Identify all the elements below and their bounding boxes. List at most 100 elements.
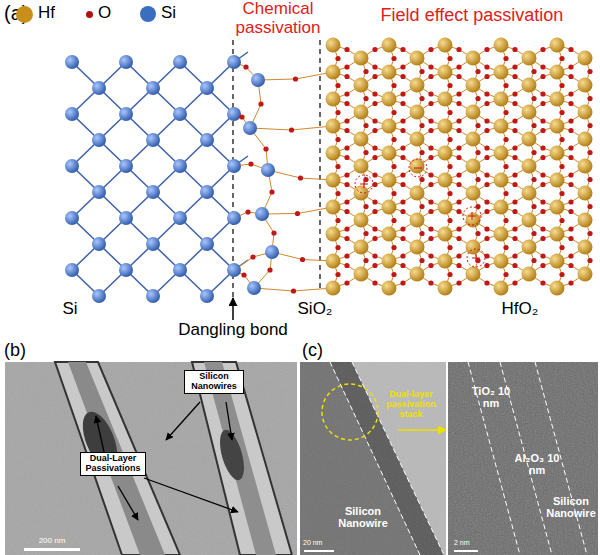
oxygen-atom [400, 226, 405, 231]
oxygen-atom [391, 218, 396, 223]
oxygen-atom [344, 145, 349, 150]
oxygen-atom [400, 47, 405, 52]
oxygen-atom [559, 218, 564, 223]
charge-site [463, 207, 481, 225]
oxygen-atom [531, 204, 536, 209]
figure-label: 20 nm [303, 539, 343, 547]
oxygen-atom [267, 267, 272, 272]
oxygen-atom [363, 69, 368, 74]
oxygen-atom [400, 172, 405, 177]
oxygen-atom [456, 118, 461, 123]
oxygen-atom [484, 172, 489, 177]
oxygen-atom [428, 280, 433, 285]
oxygen-atom [335, 110, 340, 115]
oxygen-atom [344, 253, 349, 258]
oxygen-atom [248, 161, 253, 166]
oxygen-atom [531, 69, 536, 74]
oxygen-atom [263, 146, 268, 151]
silicon-atom [227, 159, 241, 173]
hafnium-atom [326, 146, 341, 161]
oxygen-atom [559, 137, 564, 142]
scale-bar [454, 550, 478, 552]
silicon-atom [119, 55, 133, 69]
oxygen-atom [447, 164, 452, 169]
oxygen-atom [400, 155, 405, 160]
hafnium-atom [494, 65, 509, 80]
oxygen-atom [447, 218, 452, 223]
oxygen-atom [587, 177, 592, 182]
oxygen-atom [419, 150, 424, 155]
oxygen-atom [400, 64, 405, 69]
hafnium-atom [326, 92, 341, 107]
silicon-atom [200, 81, 214, 95]
tem-background [448, 362, 598, 555]
hafnium-atom [578, 267, 593, 282]
hafnium-atom [522, 51, 537, 66]
hafnium-atom [326, 281, 341, 296]
oxygen-atom [484, 199, 489, 204]
highlight-circle [322, 384, 378, 440]
oxygen-atom [531, 258, 536, 263]
oxygen-atom [335, 164, 340, 169]
oxygen-atom [372, 128, 377, 133]
oxygen-atom [271, 230, 276, 235]
hafnium-atom [382, 173, 397, 188]
oxygen-atom [540, 64, 545, 69]
oxygen-atom [269, 189, 274, 194]
silicon-atom [173, 55, 187, 69]
oxygen-atom [400, 128, 405, 133]
silicon-atom [92, 133, 106, 147]
callout-box: Dual-Layer Passivations [80, 452, 146, 476]
oxygen-atom [512, 155, 517, 160]
oxygen-atom [540, 263, 545, 268]
oxygen-atom [568, 74, 573, 79]
tem-noise [448, 362, 598, 555]
oxygen-atom [363, 204, 368, 209]
oxygen-atom [372, 253, 377, 258]
hafnium-atom [382, 281, 397, 296]
hafnium-atom [494, 227, 509, 242]
oxygen-atom [456, 74, 461, 79]
hafnium-atom [466, 78, 481, 93]
oxygen-atom [400, 145, 405, 150]
hafnium-atom [326, 119, 341, 134]
oxygen-atom [372, 280, 377, 285]
oxygen-atom [540, 118, 545, 123]
oxygen-atom [456, 172, 461, 177]
oxygen-atom [391, 83, 396, 88]
figure-label: Silicon Nanowire [330, 505, 396, 529]
oxygen-atom [512, 118, 517, 123]
oxygen-atom [512, 182, 517, 187]
hafnium-atom [494, 92, 509, 107]
figure-label: SiO₂ [280, 300, 350, 319]
hafnium-atom [466, 51, 481, 66]
hafnium-atom [578, 51, 593, 66]
figure-label: (c) [302, 341, 342, 361]
figure-label: 200 nm [22, 537, 82, 546]
oxygen-atom [428, 155, 433, 160]
oxygen-atom [484, 91, 489, 96]
oxygen-atom [428, 236, 433, 241]
oxygen-atom [391, 110, 396, 115]
oxygen-atom [512, 64, 517, 69]
oxygen-atom [428, 47, 433, 52]
oxygen-atom [503, 245, 508, 250]
charge-sign [476, 254, 477, 262]
oxygen-atom [372, 145, 377, 150]
hafnium-atom [354, 159, 369, 174]
oxygen-atom [568, 182, 573, 187]
oxygen-atom [400, 280, 405, 285]
hafnium-atom [382, 38, 397, 53]
oxygen-atom [428, 101, 433, 106]
charge-site [355, 175, 373, 193]
silicon-atom [65, 107, 79, 121]
oxygen-atom [568, 263, 573, 268]
figure-label: Al₂O₃ 10 nm [508, 452, 566, 476]
oxygen-atom [512, 47, 517, 52]
oxygen-atom [512, 199, 517, 204]
oxygen-atom [344, 64, 349, 69]
oxygen-atom [372, 118, 377, 123]
legend-swatch [140, 6, 156, 22]
oxygen-atom [456, 253, 461, 258]
oxygen-atom [512, 263, 517, 268]
